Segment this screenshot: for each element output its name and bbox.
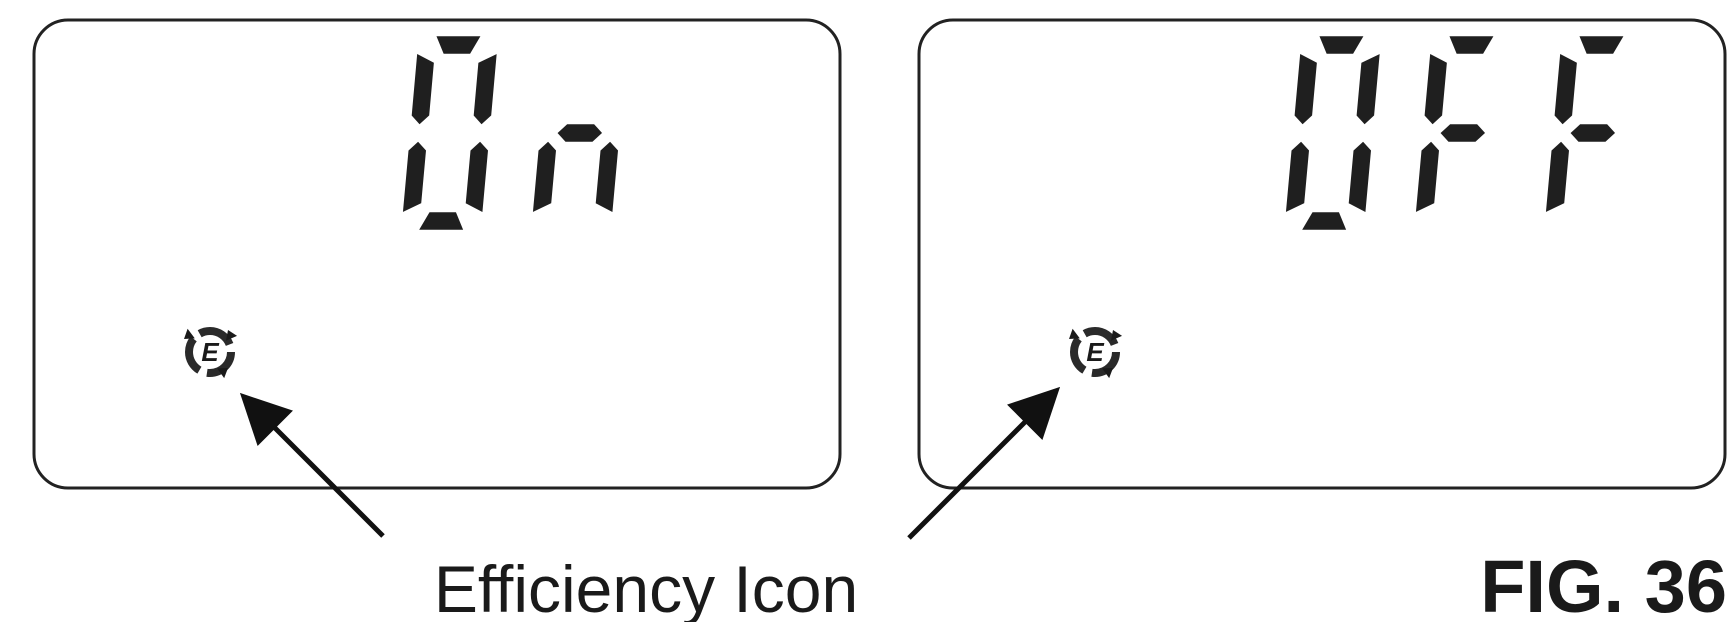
right-display-frame [919,20,1725,488]
lcd-character-F [1545,35,1626,214]
efficiency-icon-arrowhead [184,329,195,339]
lcd-segment-a [1578,35,1626,55]
lcd-segment-e [1545,140,1571,214]
figure-label: FIG. 36 [1480,545,1727,622]
efficiency-icon-arrowhead [1069,329,1080,339]
left-display-frame [34,20,840,488]
lcd-segment-a [1448,35,1496,55]
efficiency-icon-arrowhead [226,330,237,341]
efficiency-icon-letter: E [1086,337,1104,367]
right-display-readout [1285,35,1626,231]
lcd-segment-a [435,35,483,55]
lcd-segment-f [1423,52,1448,126]
efficiency-icon: E [1069,329,1122,378]
lcd-segment-c [1347,140,1372,214]
lcd-segment-c [594,140,619,214]
lcd-segment-e [1285,140,1311,214]
lcd-segment-g [1439,123,1487,143]
lcd-segment-a [1318,35,1366,55]
efficiency-icon-arrowhead [1111,330,1122,341]
lcd-segment-d [417,211,465,231]
lcd-character-n [532,123,620,214]
lcd-segment-f [1293,52,1318,126]
callout-arrow-right [909,394,1053,538]
right-display-panel: E [919,20,1725,488]
lcd-character-F [1415,35,1496,214]
lcd-segment-d [1300,211,1348,231]
left-display-readout [402,35,620,231]
lcd-character-0 [1285,35,1382,231]
lcd-segment-c [464,140,489,214]
lcd-segment-g [1569,123,1617,143]
lcd-segment-e [532,140,558,214]
lcd-segment-f [410,52,435,126]
efficiency-icon-letter: E [201,337,219,367]
lcd-segment-f [1553,52,1578,126]
callout-arrow-left [247,400,383,536]
lcd-segment-e [1415,140,1441,214]
efficiency-icon: E [184,329,237,378]
lcd-segment-g [556,123,604,143]
callout-label: Efficiency Icon [434,552,858,622]
lcd-segment-b [472,52,498,126]
lcd-segment-b [1355,52,1381,126]
lcd-segment-e [402,140,428,214]
lcd-character-0 [402,35,499,231]
left-display-panel: E [34,20,840,488]
